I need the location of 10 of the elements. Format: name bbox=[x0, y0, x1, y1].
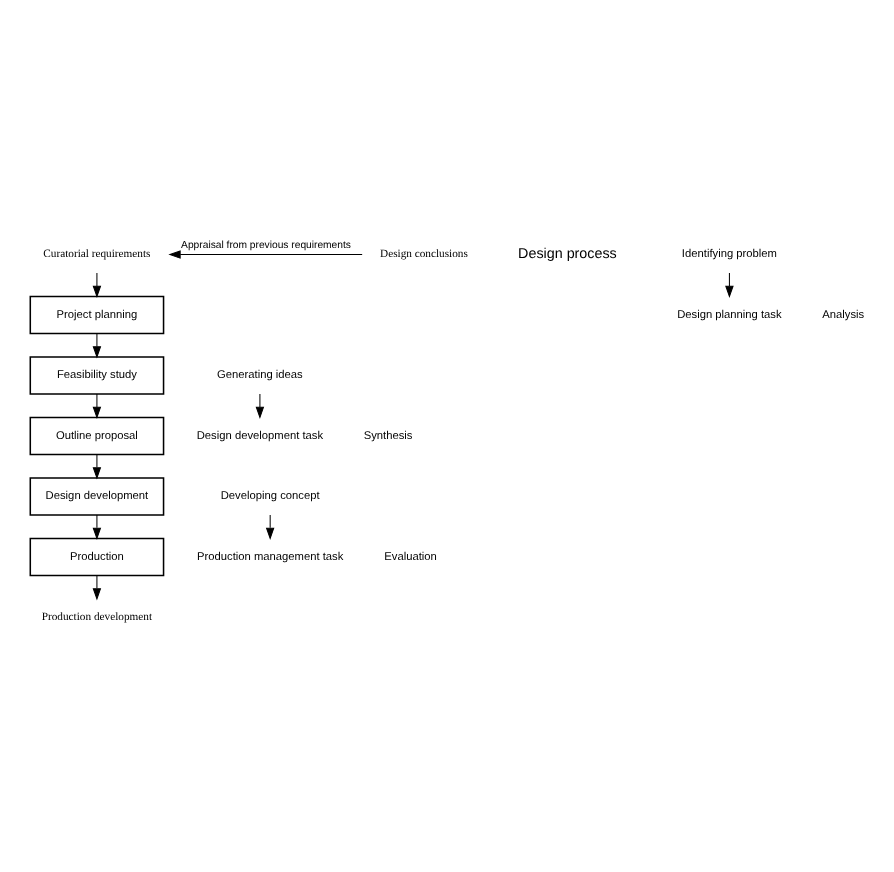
arrow bbox=[92, 393, 102, 419]
arrow bbox=[92, 333, 102, 359]
arrow bbox=[265, 514, 275, 540]
arrow bbox=[92, 575, 102, 601]
arrow bbox=[92, 454, 102, 480]
arrow bbox=[255, 393, 265, 420]
arrow bbox=[168, 250, 363, 259]
arrow bbox=[725, 272, 734, 299]
arrow bbox=[92, 272, 102, 299]
arrow bbox=[92, 514, 102, 540]
